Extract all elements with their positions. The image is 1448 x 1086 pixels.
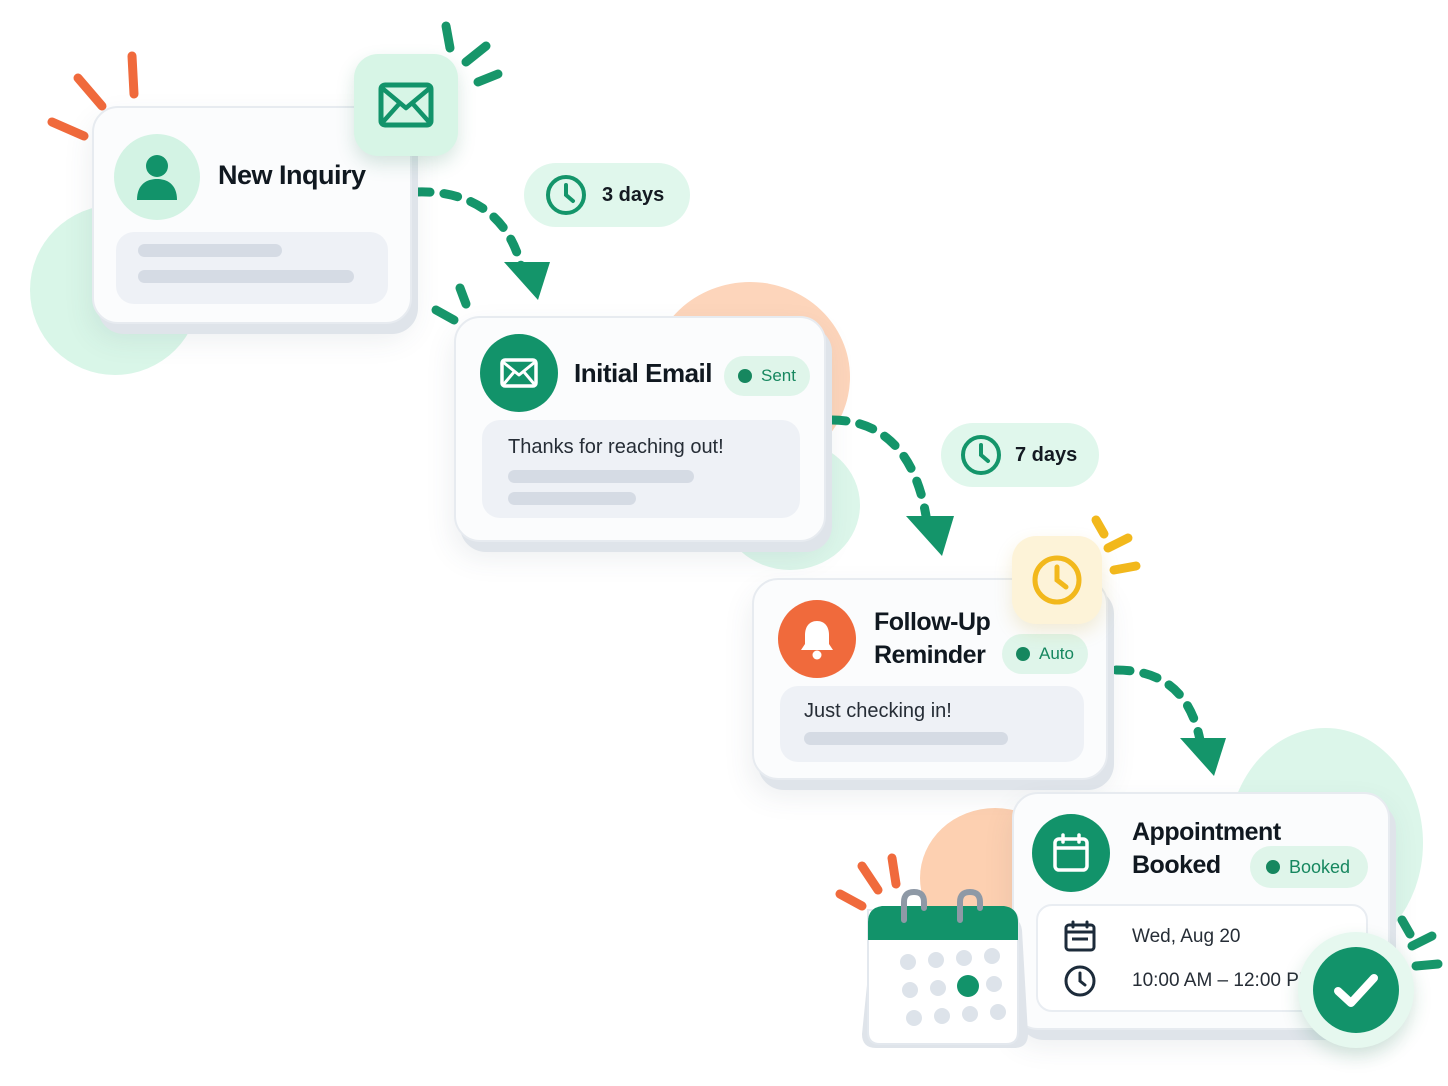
bell-icon	[801, 621, 833, 660]
bell-badge	[778, 600, 856, 678]
calendar-icon	[1053, 833, 1089, 872]
text-placeholder-line	[508, 470, 694, 483]
step-title: Follow-Up Reminder	[874, 606, 991, 672]
text-placeholder-line	[508, 492, 636, 505]
connector-arrowhead	[1180, 738, 1226, 776]
message-preview: Thanks for reaching out!	[482, 420, 800, 518]
envelope-icon	[500, 358, 538, 388]
user-icon	[137, 155, 177, 200]
clock-icon	[546, 175, 586, 215]
connector-arrowhead	[906, 516, 954, 556]
status-badge: Auto	[1002, 634, 1088, 674]
timer-tile	[1012, 536, 1102, 624]
envelope-icon	[378, 82, 434, 128]
calendar-icon	[1064, 920, 1096, 952]
message-text: Thanks for reaching out!	[508, 436, 724, 458]
step-title-line: Appointment	[1132, 818, 1281, 846]
calendar-illustration	[862, 888, 1028, 1048]
status-dot	[738, 369, 752, 383]
check-icon	[1334, 974, 1378, 1007]
status-label: Booked	[1289, 856, 1351, 877]
avatar	[114, 134, 200, 220]
connector-3	[1111, 665, 1205, 745]
connector-2	[827, 415, 931, 521]
step-title: Appointment Booked	[1132, 816, 1281, 882]
clock-icon	[1032, 555, 1082, 605]
message-preview: Just checking in!	[780, 686, 1084, 762]
appointment-time: 10:00 AM – 12:00 PM	[1132, 970, 1315, 991]
text-placeholder-line	[138, 244, 282, 257]
step-title-line: Reminder	[874, 641, 986, 669]
step-card-initial-email: Initial Email Sent Thanks for reaching o…	[454, 316, 826, 542]
delay-label: 3 days	[602, 183, 665, 206]
calendar-badge	[1032, 814, 1110, 892]
step-title-line: Booked	[1132, 851, 1221, 879]
status-label: Sent	[761, 366, 796, 385]
step-title: Initial Email	[574, 358, 713, 388]
delay-label: 7 days	[1015, 443, 1078, 466]
status-dot	[1016, 647, 1030, 661]
step-title: New Inquiry	[218, 160, 366, 190]
text-placeholder-line	[138, 270, 354, 283]
status-badge: Sent	[724, 356, 810, 396]
success-badge	[1298, 932, 1414, 1048]
appointment-date: Wed, Aug 20	[1132, 926, 1241, 947]
status-badge: Booked	[1250, 846, 1368, 888]
check-circle	[1313, 947, 1399, 1033]
delay-pill: 7 days	[941, 423, 1099, 487]
text-placeholder-line	[804, 732, 1008, 745]
connector-arrowhead	[504, 262, 550, 300]
message-text: Just checking in!	[804, 700, 952, 722]
email-badge	[480, 334, 558, 412]
content-placeholder	[116, 232, 388, 304]
clock-icon	[961, 435, 1001, 475]
status-dot	[1266, 860, 1280, 874]
status-label: Auto	[1039, 644, 1074, 663]
step-title-line: Follow-Up	[874, 608, 991, 636]
delay-pill: 3 days	[524, 163, 690, 227]
email-tile	[354, 54, 458, 156]
connector-1	[411, 187, 527, 275]
clock-icon	[1064, 965, 1096, 997]
